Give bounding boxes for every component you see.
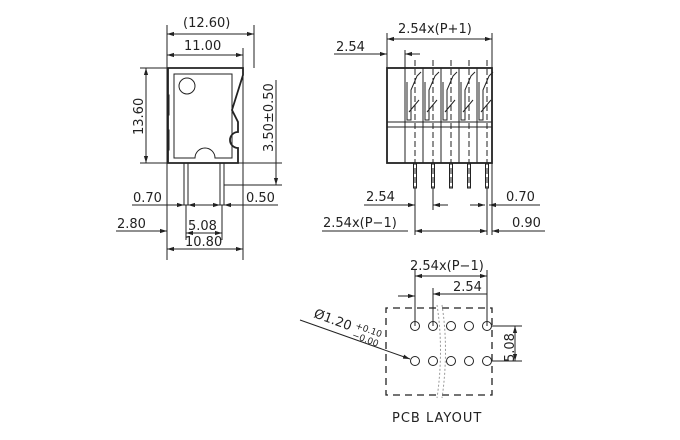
pin-width-left-label: 0.70 [133,191,162,206]
pin [485,162,489,189]
terminal-clamp [406,71,422,121]
total-length-label: 2.54x(P+1) [398,22,472,37]
height-label: 13.60 [132,98,147,135]
row-spacing-label: 5.08 [503,333,518,362]
pcb-pin-span-label: 2.54x(P−1) [410,259,484,274]
front-view: 2.54x(P+1) 2.54 2.54 0.70 2.54x(P−1) 0.9… [322,22,545,235]
pin-width-label: 0.70 [506,190,535,205]
terminal-clamp [460,71,476,121]
end-clearance-label: 0.90 [512,216,541,231]
pcb-hole [446,356,456,366]
pcb-hole [482,356,492,366]
pcb-hole [464,321,474,331]
offset-label: 2.80 [117,217,146,232]
pin-span-label: 2.54x(P−1) [323,216,397,231]
pin [431,162,435,189]
hole-diameter-label: Ø1.20 [312,307,354,334]
body-width-label: 11.00 [184,39,221,54]
pcb-layout-title: PCB LAYOUT [392,411,482,426]
pitch-label: 2.54 [366,190,395,205]
overall-width-label: (12.60) [183,16,230,31]
pcb-hole [428,356,438,366]
base-width-label: 10.80 [185,235,222,250]
pin [467,162,471,189]
pcb-pitch-label: 2.54 [453,280,482,295]
side-view: (12.60) 11.00 13.60 3.50±0.50 0.70 0.50 … [116,16,282,260]
pin-length-label: 3.50±0.50 [262,83,277,152]
pin-width-right-label: 0.50 [246,191,275,206]
pcb-hole [446,321,456,331]
pcb-layout: 2.54x(P−1) 2.54 5.08 Ø1.20 +0.10 −0.00 P… [299,259,522,426]
terminal-clamp [424,71,440,121]
pcb-hole [464,356,474,366]
pin-pitch-label: 5.08 [188,219,217,234]
end-offset-label: 2.54 [336,40,365,55]
terminal-clamp [442,71,458,121]
pcb-hole [410,356,420,366]
pin [413,162,417,189]
pin [449,162,453,189]
terminal-clamp [478,71,494,121]
